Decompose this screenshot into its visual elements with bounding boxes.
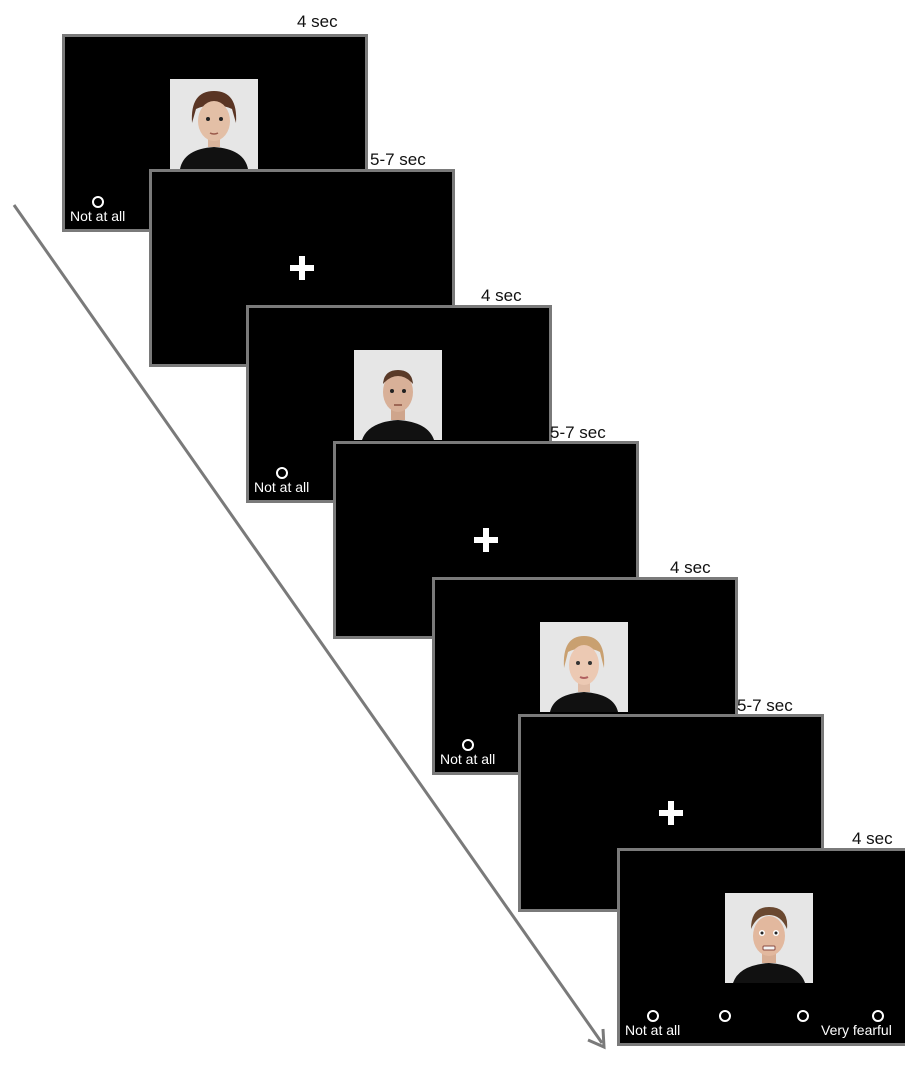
scale-min-label: Not at all: [440, 751, 496, 767]
fixation-duration-label: 5-7 sec: [370, 150, 426, 169]
face-duration-label: 4 sec: [852, 829, 893, 848]
rating-dot-3[interactable]: [797, 1010, 809, 1022]
face-photo-1: [170, 79, 258, 169]
rating-dot-2[interactable]: [719, 1010, 731, 1022]
face-duration-label: 4 sec: [481, 286, 522, 305]
fixation-cross-icon: [290, 256, 314, 280]
scale-min-label: Not at all: [625, 1022, 681, 1038]
rating-dot-1[interactable]: [647, 1010, 659, 1022]
face-duration-label: 4 sec: [297, 12, 338, 31]
face-screen-4: Not at all Very fearful: [617, 848, 905, 1046]
face-photo-4: [725, 893, 813, 983]
scale-min-label: Not at all: [254, 479, 310, 495]
rating-dot[interactable]: [462, 739, 474, 751]
fixation-duration-label: 5-7 sec: [550, 423, 606, 442]
face-duration-label: 4 sec: [670, 558, 711, 577]
face-photo-3: [540, 622, 628, 712]
face-photo-2: [354, 350, 442, 440]
scale-min-label: Not at all: [70, 208, 126, 224]
fixation-cross-icon: [659, 801, 683, 825]
rating-dot[interactable]: [276, 467, 288, 479]
rating-dot[interactable]: [92, 196, 104, 208]
scale-max-label: Very fearful: [821, 1022, 892, 1038]
rating-dot-4[interactable]: [872, 1010, 884, 1022]
fixation-cross-icon: [474, 528, 498, 552]
fixation-duration-label: 5-7 sec: [737, 696, 793, 715]
